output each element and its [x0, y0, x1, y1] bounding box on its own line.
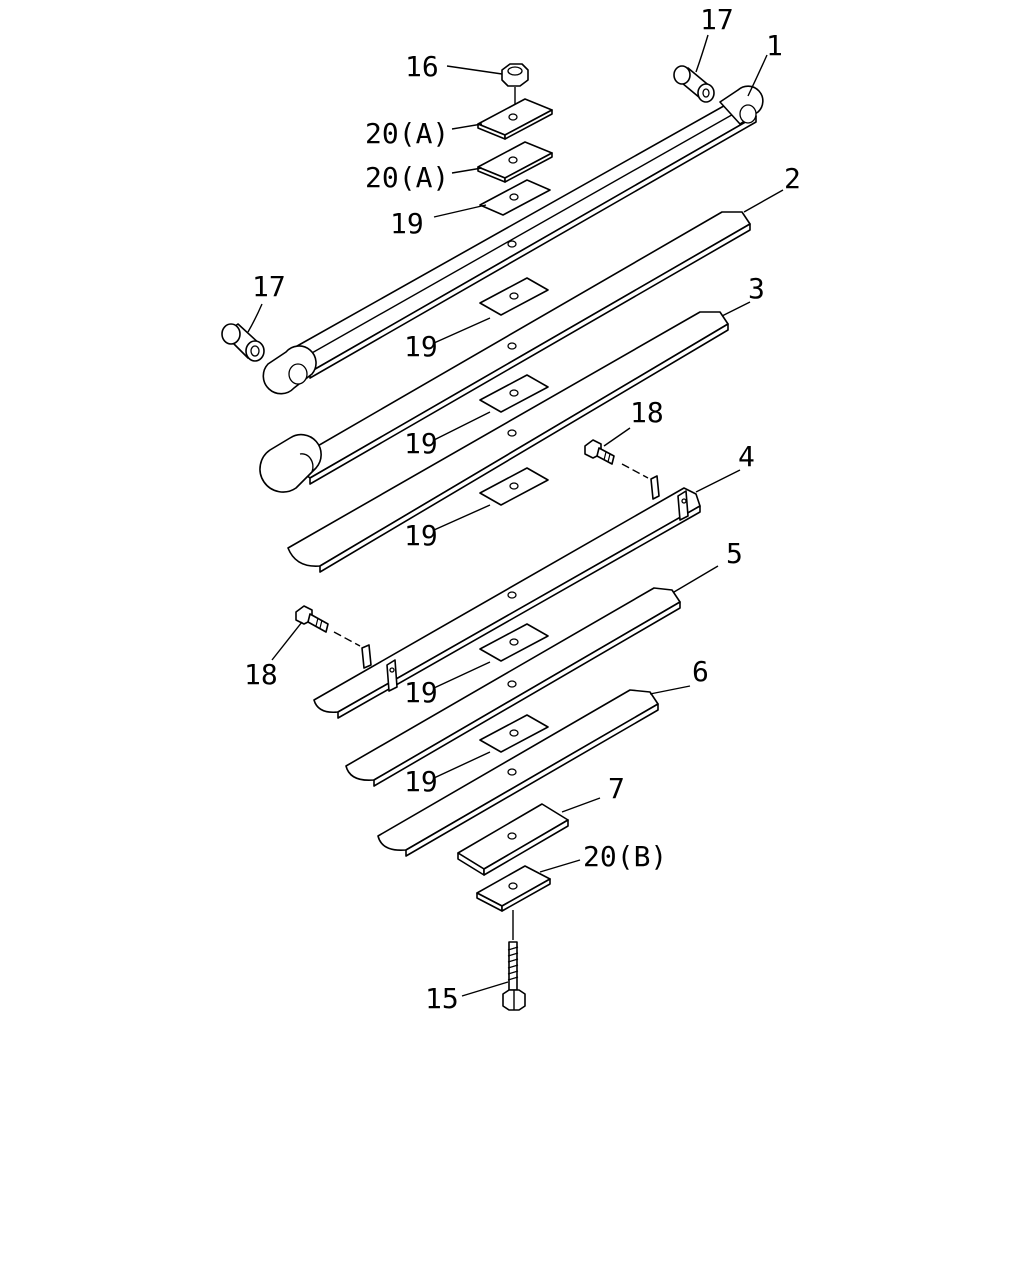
label-19-b: 19 — [404, 427, 438, 460]
spacer-19-b[interactable] — [479, 374, 549, 413]
spacer-19-a[interactable] — [479, 277, 549, 316]
label-20a-lower: 20(A) — [365, 161, 449, 194]
label-20a-upper: 20(A) — [365, 117, 449, 150]
main-leaf-eye-left — [262, 345, 317, 395]
label-3: 3 — [748, 272, 765, 305]
bolt-18-right[interactable] — [584, 439, 649, 479]
label-18-right: 18 — [630, 396, 664, 429]
leaf-4[interactable] — [313, 487, 701, 719]
leaf-5[interactable] — [345, 587, 681, 787]
spacer-19-top[interactable] — [479, 179, 551, 216]
label-17-left: 17 — [252, 270, 286, 303]
plate-20a-upper[interactable] — [477, 98, 553, 140]
leaf-4-clip-left — [361, 644, 398, 692]
main-leaf-eye-right — [719, 85, 764, 125]
part-labels: 16 20(A) 20(A) 19 17 1 17 2 19 3 19 18 4… — [244, 3, 801, 1015]
label-19-e: 19 — [404, 765, 438, 798]
leaf-6[interactable] — [377, 689, 659, 857]
label-19-c: 19 — [404, 519, 438, 552]
leaf-7[interactable] — [457, 803, 569, 876]
leader-lines — [247, 34, 784, 997]
label-7: 7 — [608, 772, 625, 805]
label-1: 1 — [766, 29, 783, 62]
nut-16[interactable] — [501, 63, 529, 112]
spacer-19-c[interactable] — [479, 467, 549, 506]
plate-20a-lower[interactable] — [477, 141, 553, 183]
main-leaf-1[interactable] — [289, 97, 757, 379]
bolt-18-left[interactable] — [295, 605, 361, 647]
spacer-19-e[interactable] — [479, 714, 549, 753]
label-2: 2 — [784, 162, 801, 195]
spacer-19-d[interactable] — [479, 623, 549, 662]
label-5: 5 — [726, 537, 743, 570]
label-19-a: 19 — [404, 330, 438, 363]
plate-20b[interactable] — [476, 865, 551, 912]
leaf-2-wrap-eye — [259, 433, 322, 493]
label-19-top: 19 — [390, 207, 424, 240]
label-17-right: 17 — [700, 3, 734, 36]
bushing-17-right[interactable] — [673, 65, 715, 103]
label-18-left: 18 — [244, 658, 278, 691]
bushing-17-left[interactable] — [221, 323, 265, 362]
label-4: 4 — [738, 440, 755, 473]
label-20b: 20(B) — [583, 840, 667, 873]
label-6: 6 — [692, 655, 709, 688]
label-19-d: 19 — [404, 676, 438, 709]
leaf-4-clip-right — [650, 475, 689, 521]
label-16: 16 — [405, 50, 439, 83]
label-15: 15 — [425, 982, 459, 1015]
center-bolt-15[interactable] — [502, 910, 526, 1011]
